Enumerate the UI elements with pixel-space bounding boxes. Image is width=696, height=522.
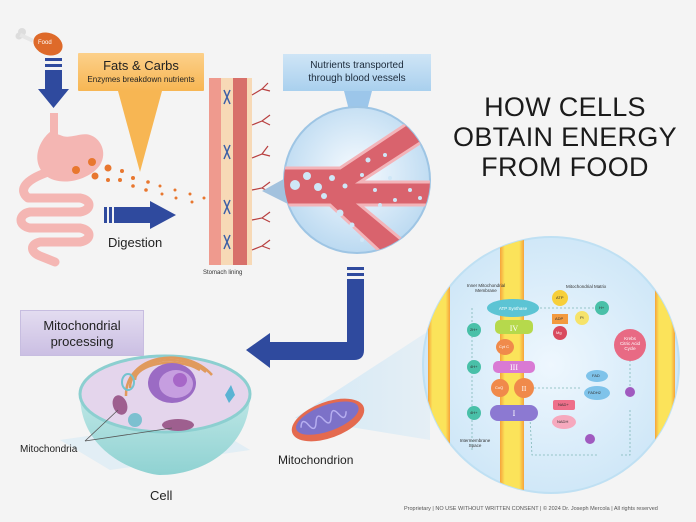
- krebs-line1: Krebs: [624, 336, 636, 341]
- fats-carbs-callout: Fats & Carbs Enzymes breakdown nutrients: [78, 53, 204, 91]
- four-h-label-1: 4H+: [470, 364, 478, 369]
- mito-processing-callout: Mitochondrial processing: [20, 310, 144, 356]
- mitochondria-label: Mitochondria: [20, 444, 78, 455]
- mitochondrion-label: Mitochondrion: [278, 453, 354, 467]
- two-h-label: 2H+: [470, 327, 478, 332]
- svg-text:II: II: [522, 385, 527, 393]
- inner-membrane-label: Inner Mitochondrial Membrane: [466, 283, 506, 293]
- cell-label: Cell: [150, 488, 173, 503]
- mito-processing-line1: Mitochondrial: [43, 318, 121, 333]
- intermembrane-label: Intermembrane Space: [459, 438, 491, 448]
- krebs-line2: Citric Acid: [619, 341, 640, 346]
- krebs-cycle-label: Krebs Citric Acid Cycle: [618, 336, 642, 351]
- digestion-arrow-icon: [104, 201, 176, 229]
- svg-text:IV: IV: [510, 324, 519, 333]
- mito-processing-line2: processing: [50, 334, 114, 349]
- krebs-line3: Cycle: [624, 346, 636, 351]
- page-title: HOW CELLS OBTAIN ENERGY FROM FOOD: [440, 92, 690, 182]
- food-drumstick-icon: [15, 28, 63, 56]
- cytc-label: Cyt C: [499, 344, 509, 349]
- title-line3: FROM FOOD: [481, 152, 649, 182]
- food-label: Food: [38, 40, 52, 46]
- stomach-lining-label: Stomach lining: [203, 270, 243, 276]
- pi-label: Pi: [580, 315, 584, 320]
- nutrient-particles: [72, 158, 206, 204]
- blood-vessel-magnified: [283, 106, 431, 254]
- h-plus-label: H+: [599, 305, 605, 310]
- nutrients-callout: Nutrients transported through blood vess…: [283, 54, 431, 91]
- fats-callout-pointer: [118, 91, 162, 172]
- copyright-footer: Proprietary | NO USE WITHOUT WRITTEN CON…: [404, 506, 658, 512]
- nad-label: NAD+: [558, 402, 569, 407]
- fats-carbs-heading: Fats & Carbs: [103, 58, 179, 73]
- adp-label: ADP: [555, 316, 564, 321]
- fats-carbs-subtext: Enzymes breakdown nutrients: [87, 75, 195, 84]
- svg-text:ATP Synthase: ATP Synthase: [499, 306, 528, 311]
- coq-label: CoQ: [495, 385, 504, 390]
- mitochondrion-illustration: [291, 398, 365, 442]
- stomach-lining-illustration: [209, 78, 271, 265]
- fadh2-label: FADH2: [588, 390, 601, 395]
- stomach-intestine-icon: [16, 113, 104, 267]
- digestion-label: Digestion: [108, 235, 163, 250]
- matrix-label: Mitochondrial Matrix: [566, 284, 607, 289]
- mitochondria-pointer-lines: [84, 409, 173, 442]
- svg-text:III: III: [510, 363, 518, 372]
- four-h-label-2: 4H+: [470, 410, 478, 415]
- svg-text:I: I: [513, 409, 516, 418]
- title-line2: OBTAIN ENERGY: [453, 122, 677, 152]
- nutrients-line2: through blood vessels: [308, 73, 406, 84]
- mg-label: Mg: [556, 330, 562, 335]
- cell-illustration: [78, 354, 252, 475]
- fad-label: FAD: [592, 373, 600, 378]
- nadh-label: NADH: [557, 419, 569, 424]
- down-arrow-icon: [38, 58, 69, 108]
- nutrients-line1: Nutrients transported: [310, 60, 404, 71]
- transport-arrow-icon: [246, 267, 364, 368]
- atp-label: ATP: [556, 295, 564, 300]
- title-line1: HOW CELLS: [484, 92, 646, 122]
